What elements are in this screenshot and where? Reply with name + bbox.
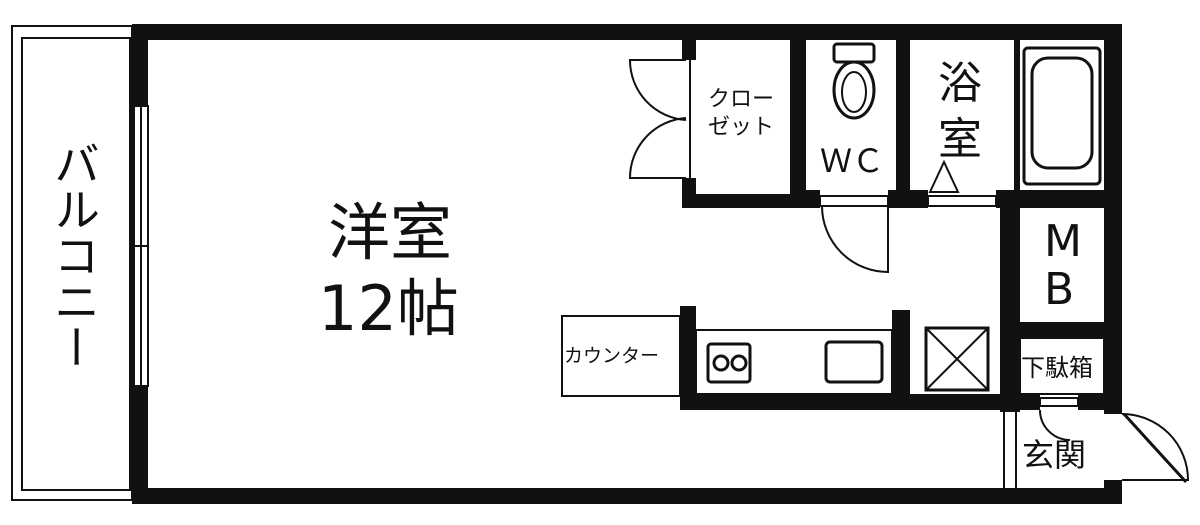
- bathroom: 浴 室: [910, 40, 1122, 208]
- balcony-window: [132, 26, 149, 504]
- closet-label-line2: ゼット: [708, 115, 774, 140]
- entrance: 玄関: [1003, 394, 1122, 488]
- toilet-icon: [832, 42, 876, 120]
- shoe-box: 下駄箱: [1019, 337, 1105, 395]
- sink-icon: [824, 340, 884, 384]
- bath-label-line1: 浴: [938, 58, 982, 109]
- bathtub-icon: [1022, 46, 1102, 186]
- closet: クロー ゼット: [628, 40, 806, 208]
- mb-label-line1: M: [1044, 216, 1082, 267]
- fridge-space-icon: [924, 326, 990, 392]
- kitchen: [680, 306, 1010, 410]
- outer-walls: [132, 24, 1122, 504]
- stove-icon: [706, 342, 752, 384]
- closet-label-line1: クロー: [708, 87, 774, 112]
- wc: ＷＣ: [806, 40, 910, 274]
- entry-door: [1121, 412, 1190, 484]
- entrance-label: 玄関: [1022, 436, 1086, 474]
- shoe-box-label: 下駄箱: [1021, 354, 1093, 382]
- counter-label: カウンター: [564, 345, 659, 367]
- balcony: バルコニー: [11, 25, 133, 501]
- mb-space: M B: [1000, 190, 1122, 412]
- wc-label: ＷＣ: [820, 142, 884, 180]
- bath-label-line2: 室: [938, 114, 982, 165]
- western-room-label: 洋室: [328, 196, 452, 269]
- balcony-label: バルコニー: [47, 140, 101, 370]
- counter: カウンター: [561, 315, 681, 397]
- western-room-size: 12帖: [318, 272, 459, 345]
- mb-label-line2: B: [1044, 264, 1074, 315]
- western-room: 洋室 12帖: [318, 196, 459, 345]
